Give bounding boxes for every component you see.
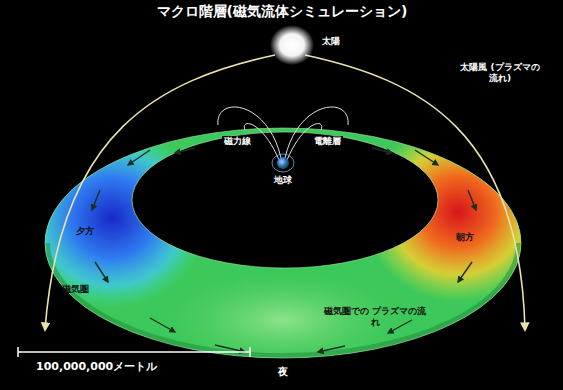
diagram-title: マクロ階層(磁気流体シミュレーション) <box>157 3 408 20</box>
solar-wind-label: 太陽風 (プラズマの流れ) <box>458 62 542 84</box>
sun <box>270 25 314 65</box>
field-lines <box>218 107 348 160</box>
flow-arrows <box>92 148 476 352</box>
scale-label: 100,000,000メートル <box>36 360 157 373</box>
ionosphere <box>272 154 294 172</box>
evening-label: 夕方 <box>76 226 94 237</box>
ring-inner-edge <box>132 132 438 268</box>
magnetosphere-label: 磁気圏 <box>62 284 89 295</box>
plasma-flow-label: 磁気圏での プラズマの流れ <box>320 306 430 328</box>
sun-label: 太陽 <box>320 36 342 47</box>
earth-label: 地球 <box>272 175 294 186</box>
magnetosphere-ring <box>0 100 563 390</box>
morning-label: 朝方 <box>456 232 474 243</box>
earth <box>277 157 289 169</box>
solar-wind-line <box>45 55 275 330</box>
scale-bar <box>18 347 250 357</box>
ionosphere-label: 電離層 <box>312 136 343 147</box>
night-label: 夜 <box>278 366 288 378</box>
solar-wind-line <box>305 55 525 330</box>
field-line-label: 磁力線 <box>222 136 253 147</box>
ring-edge <box>45 128 521 358</box>
